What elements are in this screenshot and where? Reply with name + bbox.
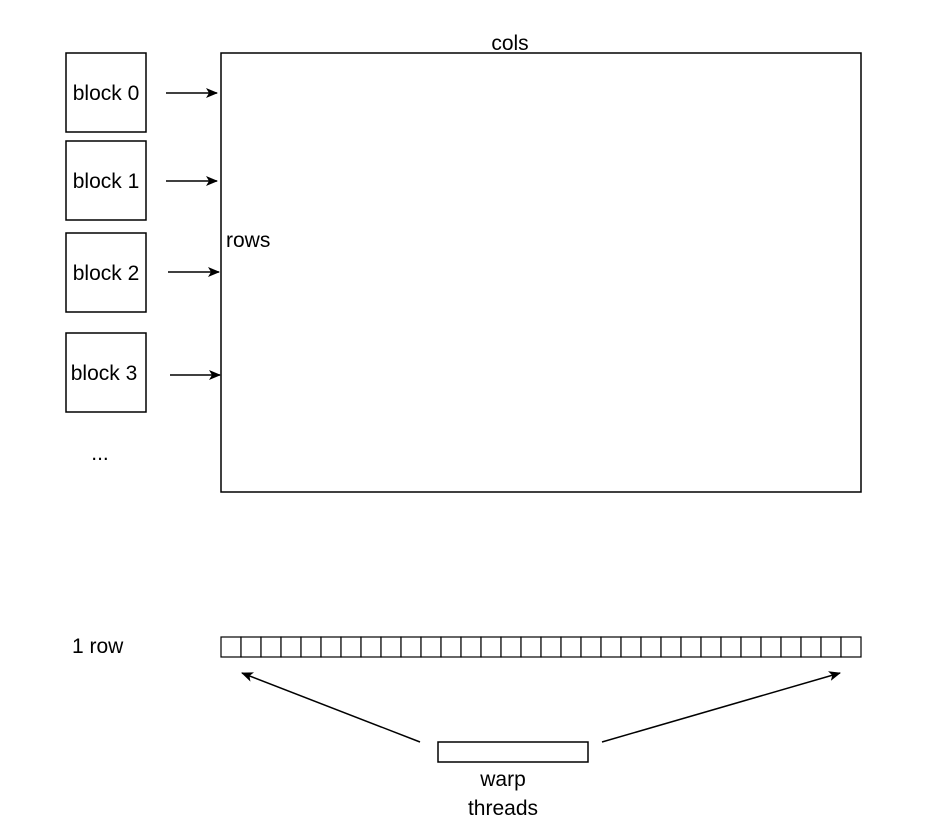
row-cell — [580, 636, 602, 658]
block-2: block 2 — [65, 232, 147, 313]
row-cell — [780, 636, 802, 658]
row-cell — [680, 636, 702, 658]
row-cell — [640, 636, 662, 658]
row-cell — [520, 636, 542, 658]
row-cell — [700, 636, 722, 658]
row-cell — [460, 636, 482, 658]
matrix — [220, 52, 862, 493]
cols-label: cols — [491, 32, 528, 55]
block-0: block 0 — [65, 52, 147, 133]
row-cell — [560, 636, 582, 658]
row-cell — [720, 636, 742, 658]
block-2-label: block 2 — [73, 262, 140, 285]
row-cell — [420, 636, 442, 658]
row-cell — [500, 636, 522, 658]
warp-box — [437, 741, 589, 763]
block-1: block 1 — [65, 140, 147, 221]
row-cell — [600, 636, 622, 658]
row-cells — [220, 636, 862, 658]
block-3: block 3 — [65, 332, 147, 413]
warp-arrow-right — [601, 671, 841, 743]
row-cell — [820, 636, 842, 658]
warp-label-line1: warp — [479, 768, 526, 791]
row-cell — [660, 636, 682, 658]
row-cell — [340, 636, 362, 658]
row-cell — [760, 636, 782, 658]
row-cell — [240, 636, 262, 658]
row-cell — [220, 636, 242, 658]
blocks-ellipsis: ... — [91, 442, 109, 465]
row-cell — [480, 636, 502, 658]
row-cell — [800, 636, 822, 658]
row-cell — [380, 636, 402, 658]
row-cell — [440, 636, 462, 658]
warp-arrow-left — [241, 672, 421, 743]
block-3-label: block 3 — [71, 362, 138, 385]
row-cell — [740, 636, 762, 658]
row-cell — [300, 636, 322, 658]
row-label: 1 row — [72, 635, 124, 658]
row-cell — [260, 636, 282, 658]
row-cell — [840, 636, 862, 658]
row-cell — [400, 636, 422, 658]
row-cell — [280, 636, 302, 658]
row-cell — [320, 636, 342, 658]
row-cell — [540, 636, 562, 658]
rows-label: rows — [226, 229, 270, 252]
block-0-label: block 0 — [73, 82, 140, 105]
row-cell — [360, 636, 382, 658]
warp-label-line2: threads — [468, 797, 538, 820]
block-1-label: block 1 — [73, 170, 140, 193]
row-cell — [620, 636, 642, 658]
